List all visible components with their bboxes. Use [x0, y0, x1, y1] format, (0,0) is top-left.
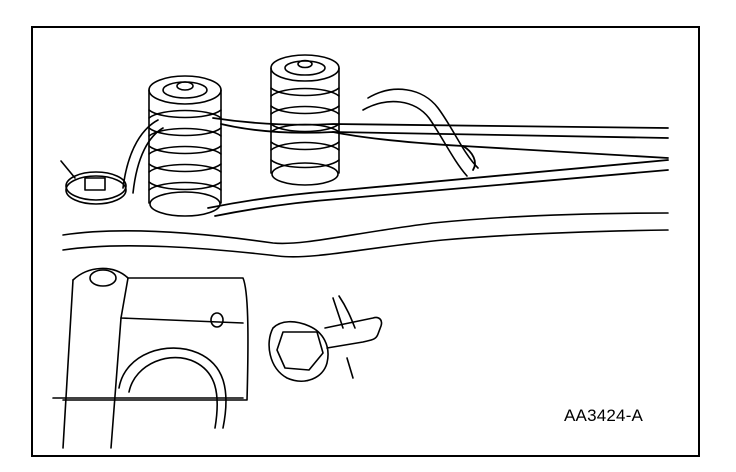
head-deck-outline	[62, 212, 669, 245]
head-boss-contour	[122, 119, 159, 189]
valve-spring-compressor-diagram	[52, 54, 669, 449]
cylinder-head-block	[52, 267, 249, 449]
illustration-frame: AA3424-A	[31, 26, 700, 457]
washer-plug	[60, 160, 127, 205]
head-boss-contour-2	[132, 127, 164, 194]
bolt-component	[268, 295, 383, 382]
figure-reference-code: AA3424-A	[564, 406, 644, 425]
spring-seat-right	[271, 162, 339, 186]
compressor-tool	[207, 117, 669, 217]
spring-seat-left	[149, 191, 221, 217]
head-deck-outline-inner	[62, 229, 669, 258]
valve-spring-right	[270, 54, 340, 174]
head-rear-contour-2	[362, 100, 468, 177]
head-rear-contour	[367, 88, 479, 169]
valve-spring-left	[148, 75, 222, 204]
